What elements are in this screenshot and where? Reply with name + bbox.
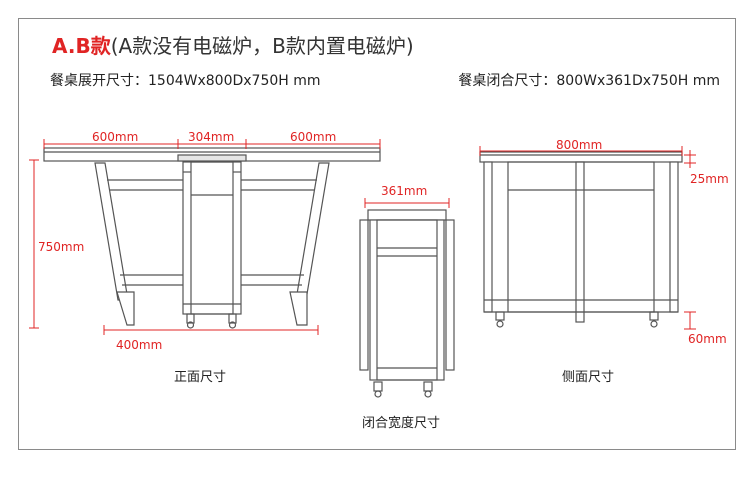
front-cabinet-inner	[190, 161, 234, 315]
side-center-post	[575, 161, 585, 323]
front-caster-wheel-left	[186, 321, 195, 329]
dim-closed-width: 361mm	[381, 184, 428, 198]
side-caster-left	[495, 311, 505, 321]
side-caster-right	[649, 311, 659, 321]
dim-front-left-wing: 600mm	[92, 130, 139, 144]
front-right-foot	[289, 291, 308, 326]
closed-view	[359, 209, 455, 398]
page-title: A.B款(A款没有电磁炉，B款内置电磁炉)	[52, 30, 414, 59]
side-left-leg	[483, 161, 493, 313]
closed-right-wing	[445, 219, 455, 371]
front-cabinet	[182, 161, 242, 315]
dim-side-top-thickness: 25mm	[690, 172, 729, 186]
front-caster-left	[186, 313, 195, 324]
front-caster-wheel-right	[228, 321, 237, 329]
closed-left-wing	[359, 219, 369, 371]
closed-cabinet	[369, 219, 445, 381]
dim-front-foot-span: 400mm	[116, 338, 163, 352]
caption-front: 正面尺寸	[174, 370, 227, 385]
dim-side-depth: 800mm	[556, 138, 603, 152]
side-caster-wheel-right	[650, 320, 658, 328]
caption-side: 侧面尺寸	[562, 370, 615, 385]
side-view	[479, 151, 683, 328]
closed-caster-wheel-left	[374, 390, 382, 398]
dim-front-right-wing: 600mm	[290, 130, 337, 144]
side-right-leg	[669, 161, 679, 313]
title-model: A.B款	[52, 34, 111, 58]
spec-open-size: 餐桌展开尺寸：1504Wx800Dx750H mm	[50, 73, 321, 89]
side-tabletop	[479, 151, 683, 163]
dim-front-center: 304mm	[188, 130, 235, 144]
dim-side-caster-height: 60mm	[688, 332, 727, 346]
closed-tabletop	[367, 209, 447, 221]
front-view	[43, 147, 381, 329]
closed-cabinet-inner	[376, 219, 438, 381]
dim-front-height: 750mm	[38, 240, 85, 254]
closed-caster-right	[423, 381, 433, 392]
spec-closed-size: 餐桌闭合尺寸：800Wx361Dx750H mm	[458, 73, 720, 89]
closed-caster-left	[373, 381, 383, 392]
front-caster-right	[228, 313, 237, 324]
front-right-leg	[295, 162, 330, 301]
caption-closed: 闭合宽度尺寸	[362, 416, 441, 431]
diagram-frame	[18, 18, 736, 450]
side-caster-wheel-left	[496, 320, 504, 328]
front-center-panel	[177, 154, 247, 162]
title-note: (A款没有电磁炉，B款内置电磁炉)	[110, 34, 414, 58]
closed-caster-wheel-right	[424, 390, 432, 398]
front-left-foot	[116, 291, 135, 326]
front-left-leg	[94, 162, 129, 301]
